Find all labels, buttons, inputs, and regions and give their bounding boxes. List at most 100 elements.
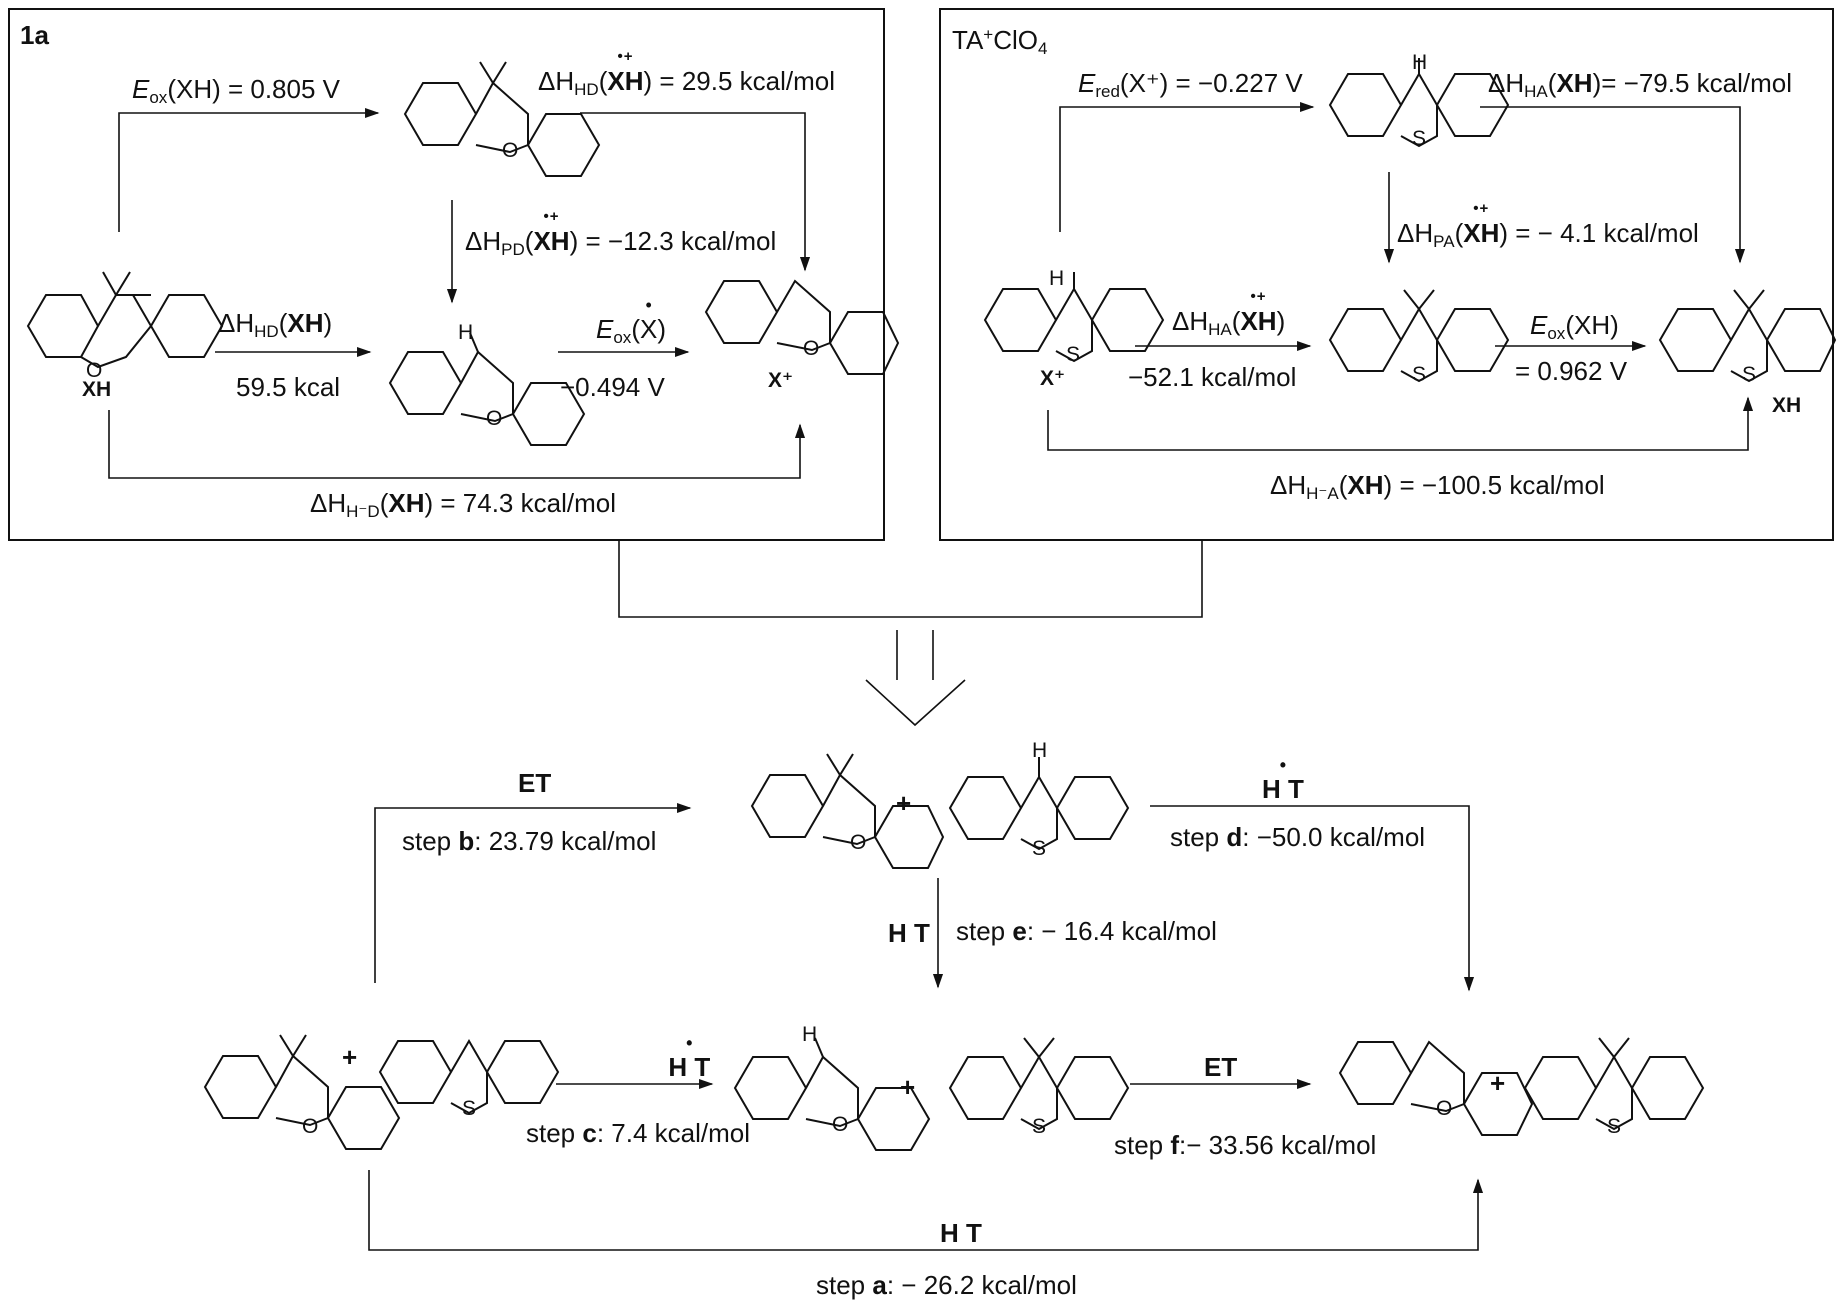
label-dhha-top-sub: HA: [1524, 82, 1548, 101]
label-eox-xh-top-e: E: [132, 74, 150, 104]
mol-label-xh-1a: XH: [82, 378, 112, 401]
panel-ta-frame: [939, 8, 1834, 541]
label-dhhd-radcat-rest: = 29.5 kcal/mol: [652, 66, 835, 96]
label-hydride-donation: ΔHH⁻D(XH) = 74.3 kcal/mol: [310, 488, 616, 521]
molecule-bottom-thioxanthylium: [378, 1039, 560, 1115]
atom-s-ta-radcat: S: [1412, 363, 1427, 386]
label-eox-ta-e: E: [1530, 310, 1548, 340]
label-hydride-acceptance: ΔHH⁻A(XH) = −100.5 kcal/mol: [1270, 470, 1605, 503]
label-dhhd-value: 59.5 kcal: [236, 372, 341, 402]
atom-s-bottom-radcat: S: [1032, 1115, 1047, 1138]
label-step-b-rest: : 23.79 kcal/mol: [474, 826, 657, 856]
label-step-a-rest: : − 26.2 kcal/mol: [886, 1270, 1077, 1300]
label-step-a: step a: − 26.2 kcal/mol: [816, 1270, 1077, 1300]
atom-s-ta-xplus: S: [1066, 343, 1081, 366]
label-ht-step-c: H T: [668, 1052, 710, 1082]
label-step-c-letter: c: [582, 1118, 597, 1148]
panel-ta-title-sub: 4: [1038, 39, 1048, 58]
label-step-e-letter: e: [1012, 916, 1027, 946]
plus-sign-right: +: [1490, 1068, 1506, 1098]
label-eox-radical-e: E: [596, 314, 614, 344]
atom-h-rad-1a: H: [458, 321, 474, 344]
label-dhha-value: −52.1 kcal/mol: [1128, 362, 1297, 392]
panel-1a-title: 1a: [20, 20, 49, 50]
label-eox-ta-value: = 0.962 V: [1515, 356, 1628, 386]
label-dhpd: ΔHPD(XH) = −12.3 kcal/mol: [465, 226, 776, 265]
label-hydride-donation-rest: = 74.3 kcal/mol: [433, 488, 616, 518]
atom-o-bottom-flavene: O: [302, 1115, 319, 1138]
atom-o-rad-1a: O: [486, 407, 503, 430]
panel-ta-title: TA+ClO4: [952, 20, 1047, 64]
plus-sign-left: +: [342, 1042, 358, 1072]
arrow-step-a: [368, 1170, 1484, 1251]
label-dhhd-mol: XH: [287, 308, 324, 338]
label-hydride-donation-mol: XH: [388, 488, 425, 518]
label-hydride-acceptance-pre: ΔH: [1270, 470, 1307, 500]
label-step-b-letter: b: [458, 826, 475, 856]
label-dhha-top-pre: ΔH: [1488, 68, 1525, 98]
mol-label-xplus-1a: X⁺: [768, 369, 794, 392]
label-eox-radical-sub: ox: [613, 328, 632, 347]
label-et-step-b: ET: [518, 768, 552, 798]
molecule-flavene-xh: [26, 271, 224, 369]
label-eox-xh-top-sub: ox: [149, 88, 168, 107]
label-step-d-pre: step: [1170, 822, 1227, 852]
atom-o-flavylium-1a: O: [803, 337, 820, 360]
atom-h-bottom-thioxanthyl: H: [1032, 739, 1048, 762]
molecule-flavene-radical: [388, 332, 586, 446]
label-dhhd-radcat-pre: ΔH: [538, 66, 575, 96]
arrow-hydride-acceptance: [1047, 396, 1754, 451]
label-step-a-letter: a: [872, 1270, 887, 1300]
label-dhha-top: ΔHHA(XH)= −79.5 kcal/mol: [1488, 68, 1793, 101]
panel-ta-title-rest: ClO: [993, 25, 1039, 55]
label-eox-ta-rest: (XH): [1565, 310, 1619, 340]
label-hydride-donation-sub: H⁻D: [346, 502, 380, 521]
label-ht-step-d: H T: [1262, 774, 1304, 804]
atom-h-ta-xplus: H: [1049, 267, 1065, 290]
label-ered: Ered(X⁺) = −0.227 V: [1078, 68, 1303, 107]
label-step-d: step d: −50.0 kcal/mol: [1170, 822, 1425, 852]
label-step-e-rest: : − 16.4 kcal/mol: [1026, 916, 1217, 946]
label-eox-xh-top-rest: (XH) = 0.805 V: [167, 74, 341, 104]
label-dhpd-sub: PD: [501, 240, 525, 259]
arrow-step-d: [1150, 805, 1475, 992]
label-dhpa-sub: PA: [1433, 232, 1455, 251]
molecule-thioxanthene-radical-cation: [1328, 289, 1510, 383]
molecule-bottom-flavylium: [1338, 1040, 1534, 1136]
label-step-d-rest: : −50.0 kcal/mol: [1242, 822, 1426, 852]
label-step-c-rest: : 7.4 kcal/mol: [596, 1118, 751, 1148]
label-dhhd-sub: HD: [254, 322, 279, 341]
label-eox-xh-top: Eox(XH) = 0.805 V: [132, 74, 340, 113]
label-dhha: ΔHHA(XH): [1172, 306, 1285, 345]
molecule-bottom-flavene-radical-cation: [750, 753, 945, 869]
label-ered-e: E: [1078, 68, 1096, 98]
panel-1a-frame: [8, 8, 885, 541]
atom-s-bottom-thioxanthylium: S: [462, 1097, 477, 1120]
label-hydride-donation-pre: ΔH: [310, 488, 347, 518]
label-dhha-top-rest: = −79.5 kcal/mol: [1601, 68, 1793, 98]
label-dhha-mol: XH: [1240, 306, 1276, 336]
label-step-e: step e: − 16.4 kcal/mol: [956, 916, 1217, 946]
molecule-bottom-flavene-radical: [733, 1037, 931, 1151]
arrow-eox-xh: [118, 107, 380, 232]
arrow-step-b: [374, 802, 692, 983]
label-ered-rest: (X⁺) = −0.227 V: [1119, 68, 1303, 98]
molecule-bottom-thioxanthyl-radical: [948, 757, 1130, 851]
molecule-thioxanthene-xh: [1658, 289, 1837, 383]
label-dhpa-rest: = − 4.1 kcal/mol: [1508, 218, 1699, 248]
label-ht-step-e: H T: [888, 918, 930, 948]
label-eox-ta-sub: ox: [1547, 324, 1566, 343]
label-dhpd-rest: = −12.3 kcal/mol: [578, 226, 777, 256]
plus-sign-mid: +: [900, 1072, 916, 1102]
molecule-bottom-flavene: [203, 1034, 401, 1150]
molecule-thioxanthyl-radical-top: [1328, 58, 1510, 148]
atom-s-ta-xh: S: [1742, 363, 1757, 386]
label-step-f-rest: :− 33.56 kcal/mol: [1179, 1130, 1377, 1160]
label-step-c: step c: 7.4 kcal/mol: [526, 1118, 750, 1148]
label-hydride-acceptance-mol: XH: [1347, 470, 1384, 500]
label-dhhd-pre: ΔH: [218, 308, 255, 338]
label-dhhd: ΔHHD(XH): [218, 308, 333, 341]
molecule-bottom-thioxanthene-radical-cation: [948, 1037, 1130, 1131]
label-dhpd-pre: ΔH: [465, 226, 502, 256]
